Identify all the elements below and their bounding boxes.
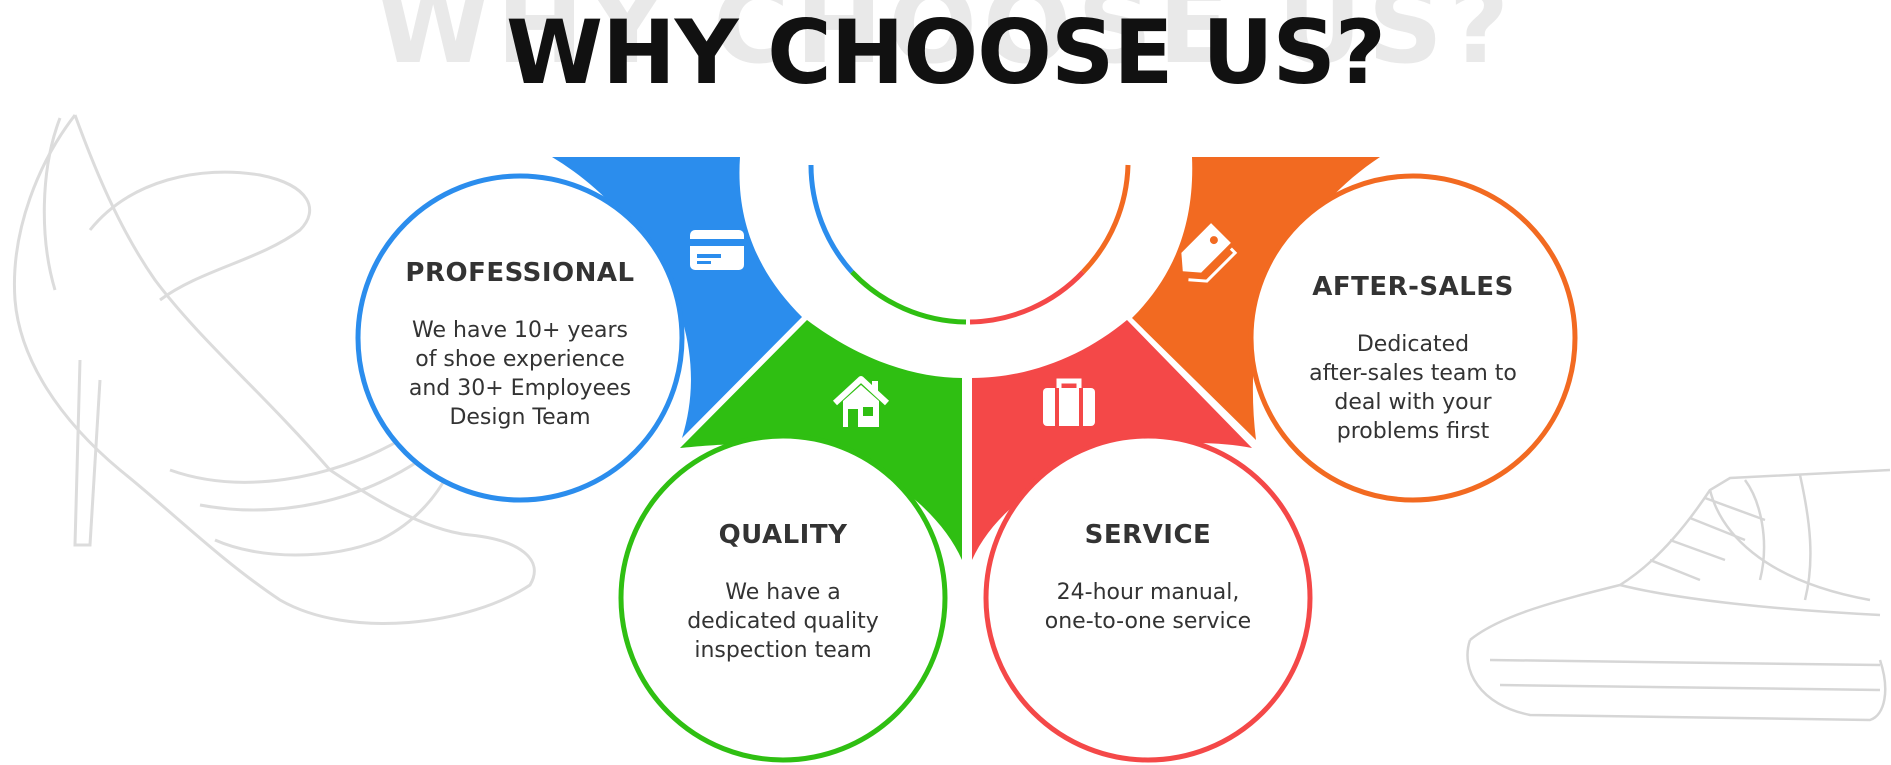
after-sales-description: Dedicated after-sales team to deal with … (1309, 332, 1517, 444)
quality-description: We have a dedicated quality inspection t… (687, 580, 879, 663)
professional-circle (355, 173, 685, 503)
service-title: SERVICE (1084, 520, 1212, 550)
quality-circle (618, 433, 948, 763)
professional-description: We have 10+ years of shoe experience and… (408, 318, 632, 430)
service-description: 24-hour manual, one-to-one service (1044, 580, 1252, 634)
house-icon (832, 376, 890, 427)
briefcase-icon (1043, 378, 1095, 426)
professional-card: PROFESSIONAL We have 10+ years of shoe e… (390, 258, 650, 432)
after-sales-circle (1248, 173, 1578, 503)
high-heel-sketch (12, 114, 536, 626)
credit-card-icon (690, 230, 744, 270)
quality-title: QUALITY (718, 520, 848, 550)
service-circle (983, 433, 1313, 763)
after-sales-card: AFTER-SALES Dedicated after-sales team t… (1283, 272, 1543, 446)
page-title: WHY CHOOSE US? (506, 1, 1386, 104)
after-sales-title: AFTER-SALES (1312, 272, 1514, 302)
background-title-watermark: WHY CHOOSE US? (375, 0, 1516, 87)
service-card: SERVICE 24-hour manual, one-to-one servi… (1018, 520, 1278, 636)
wedge-separators (676, 316, 1258, 565)
quality-card: QUALITY We have a dedicated quality insp… (653, 520, 913, 665)
sneaker-sketch (1466, 468, 1891, 722)
professional-title: PROFESSIONAL (405, 258, 635, 288)
price-tag-icon (1181, 223, 1238, 283)
center-ring (808, 164, 1131, 325)
